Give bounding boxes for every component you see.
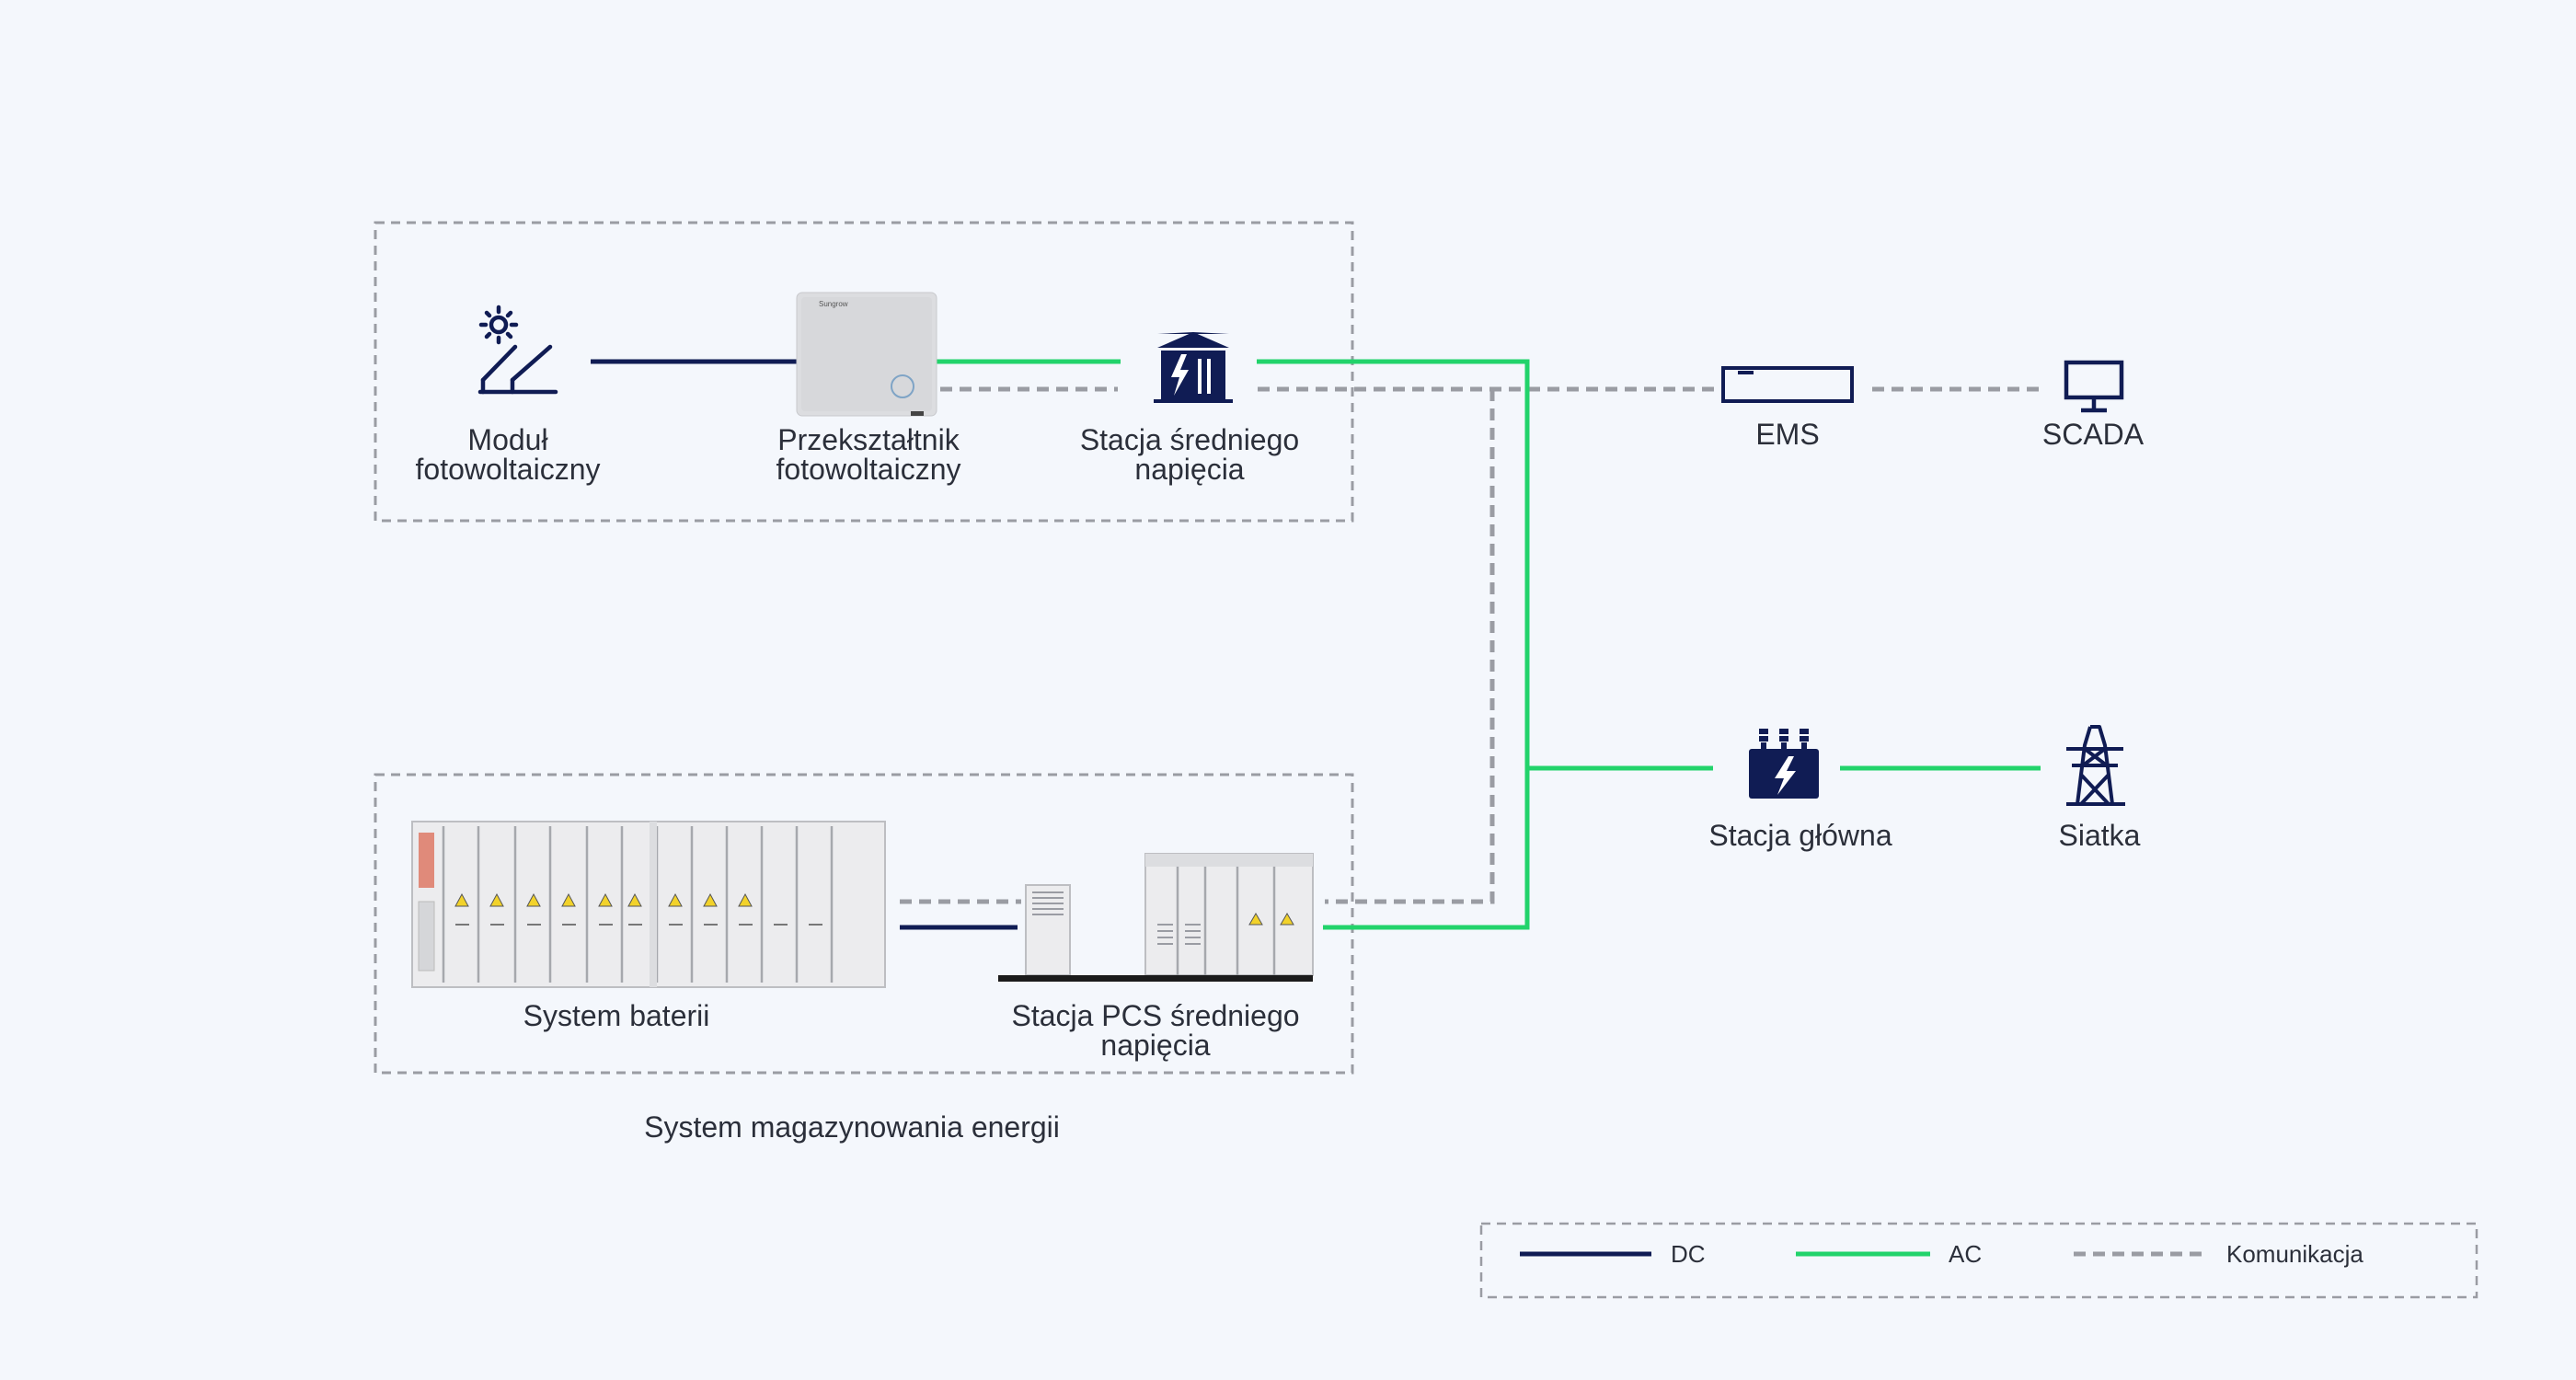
pv-module-label-line2: fotowoltaiczny xyxy=(415,453,601,486)
grid-label: Siatka xyxy=(2059,821,2141,850)
pv-inverter-label-line2: fotowoltaiczny xyxy=(776,453,961,486)
scada-label: SCADA xyxy=(2042,420,2144,449)
legend-box xyxy=(1479,1222,2478,1299)
battery-system-label: System baterii xyxy=(523,1001,710,1030)
pv-inverter-label-line1: Przekształtnik xyxy=(777,423,960,456)
pv-group-box xyxy=(374,221,1354,523)
pcs-station-label-line1: Stacja PCS średniego xyxy=(1011,999,1300,1032)
transformer-icon xyxy=(1749,729,1819,799)
grid-label-text: Siatka xyxy=(2058,819,2141,852)
inverter-icon: Sungrow xyxy=(796,292,937,417)
ems-label-text: EMS xyxy=(1755,418,1820,451)
ems-label: EMS xyxy=(1755,420,1819,449)
pv-inverter-label: Przekształtnik fotowoltaiczny xyxy=(776,425,961,484)
svg-text:Sungrow: Sungrow xyxy=(819,300,848,308)
pcs-station-label: Stacja PCS średniego napięcia xyxy=(1011,1001,1299,1060)
scada-label-text: SCADA xyxy=(2041,418,2145,451)
legend-dc-label: DC xyxy=(1671,1240,1706,1268)
ac-lines xyxy=(937,359,2041,930)
dc-lines xyxy=(591,359,1018,930)
main-station-label: Stacja główna xyxy=(1708,821,1892,850)
monitor-icon xyxy=(2064,360,2124,413)
storage-group-box xyxy=(374,773,1354,1075)
legend-comm-label: Komunikacja xyxy=(2226,1240,2363,1268)
main-station-label-text: Stacja główna xyxy=(1708,819,1892,852)
mv-station-label: Stacja średniego napięcia xyxy=(1080,425,1299,484)
communication-lines xyxy=(900,386,2042,904)
solar-panel-icon xyxy=(477,305,558,395)
battery-container-icon xyxy=(411,821,886,988)
battery-system-label-text: System baterii xyxy=(523,999,710,1032)
pv-module-label: Moduł fotowoltaiczny xyxy=(416,425,601,484)
pv-module-label-line1: Moduł xyxy=(467,423,548,456)
pcs-station-label-line2: napięcia xyxy=(1100,1029,1211,1062)
ems-unit-icon xyxy=(1721,366,1854,403)
mv-station-label-line1: Stacja średniego xyxy=(1079,423,1300,456)
mv-station-label-line2: napięcia xyxy=(1134,453,1245,486)
energy-storage-caption: System magazynowania energii xyxy=(644,1110,1060,1144)
legend-ac-label: AC xyxy=(1949,1240,1983,1268)
substation-icon xyxy=(1154,332,1233,403)
power-tower-icon xyxy=(2066,725,2125,806)
pcs-station-icon xyxy=(998,853,1314,982)
